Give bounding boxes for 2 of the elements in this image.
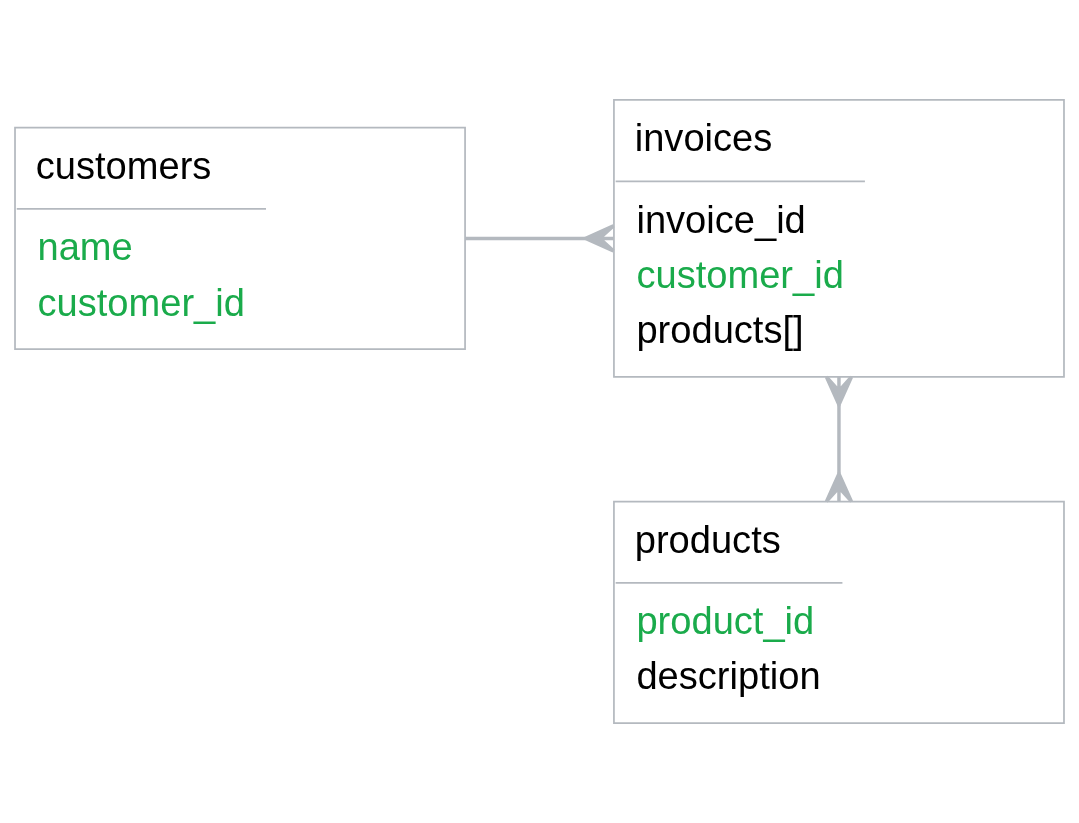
connector bbox=[465, 224, 616, 253]
connector bbox=[824, 375, 854, 504]
